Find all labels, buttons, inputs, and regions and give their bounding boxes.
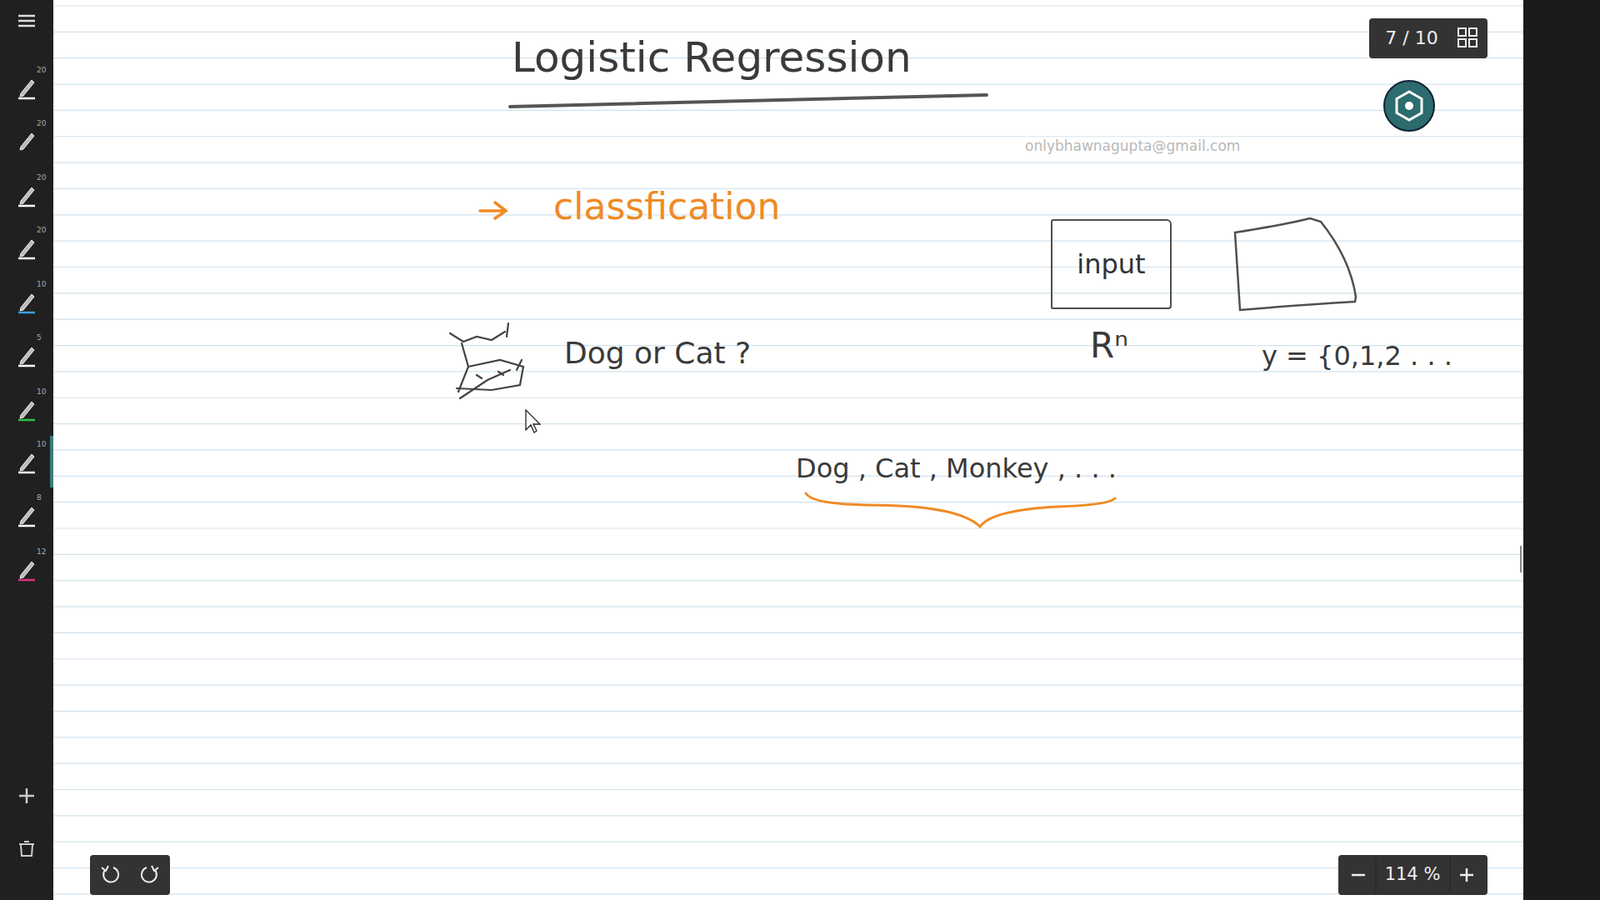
curly-brace (805, 493, 1115, 527)
heading-note: classfication (553, 186, 780, 227)
pen-icon (18, 347, 35, 366)
ruled-line (53, 423, 1524, 425)
ruled-line (53, 292, 1524, 294)
ruled-line (53, 214, 1524, 215)
ruled-line (53, 789, 1524, 790)
undo-icon (101, 865, 119, 883)
pen-icon (18, 561, 35, 580)
pen-icon (18, 133, 35, 152)
zoom-level: 114 % (1385, 865, 1441, 885)
label-set-note: y = {0,1,2 . . . (1261, 341, 1453, 371)
ruled-line (53, 815, 1524, 816)
trash-icon (19, 841, 35, 856)
ruled-line (53, 240, 1524, 242)
ruled-line (53, 736, 1524, 738)
pen-size: 5 (36, 334, 42, 343)
pen-size: 10 (36, 388, 46, 397)
input-box: input (1050, 219, 1172, 310)
title: Logistic Regression (511, 35, 912, 81)
mouse-cursor (525, 410, 540, 433)
ruled-line (53, 893, 1524, 895)
pen-size: 20 (36, 120, 46, 129)
grid-icon (1458, 28, 1477, 47)
side-panel (1523, 0, 1600, 900)
pen-size: 10 (36, 440, 46, 450)
settings-button (1384, 80, 1435, 131)
ruled-line (53, 31, 1524, 33)
ruled-line (53, 658, 1524, 660)
ruled-line (53, 867, 1524, 869)
ruled-line (53, 135, 1524, 137)
ruled-line (53, 188, 1524, 190)
redo-icon (141, 865, 159, 883)
ruled-line (53, 605, 1524, 607)
hexagon-icon (1396, 91, 1422, 120)
pen-icon (18, 401, 35, 420)
ruled-line (53, 319, 1524, 320)
add-icon (19, 788, 35, 804)
paper (53, 0, 1524, 900)
ruled-line (53, 397, 1524, 399)
ruled-line (53, 632, 1524, 634)
question-note: Dog or Cat ? (564, 336, 751, 370)
hexagon-dot (1405, 101, 1414, 110)
ruled-line (53, 580, 1524, 581)
pen-size: 8 (36, 494, 42, 503)
bullet-arrow (480, 202, 506, 219)
scroll-bar (1520, 545, 1522, 573)
ruled-line (53, 83, 1524, 85)
pen-icon (18, 507, 35, 526)
pen-size: 10 (36, 280, 46, 290)
box-label: input (1076, 248, 1145, 280)
page-counter: 7 / 10 (1385, 28, 1438, 49)
ruled-lines (53, 5, 1524, 895)
pen-icon (18, 454, 35, 473)
space-note: Rⁿ (1090, 326, 1129, 365)
pen-icon (18, 294, 35, 313)
zoom-box (1338, 855, 1488, 895)
ruled-line (53, 5, 1524, 6)
pen-size: 20 (36, 226, 46, 235)
ruled-line (53, 527, 1524, 529)
ruled-line (53, 710, 1524, 712)
output-box (1235, 218, 1356, 310)
ruled-line (53, 841, 1524, 843)
ruled-line (53, 110, 1524, 111)
ruled-line (53, 266, 1524, 268)
ruled-line (53, 554, 1524, 555)
cat-sketch (450, 323, 524, 399)
pen-icon (18, 80, 35, 99)
undo-redo-box (90, 855, 170, 895)
zoom-divider (1450, 858, 1451, 892)
selected-marker (50, 435, 54, 488)
pen-size: 12 (36, 548, 46, 557)
pen-size: 20 (36, 66, 46, 75)
ruled-line (53, 684, 1524, 685)
ruled-line (53, 162, 1524, 164)
watermark: onlybhawnagupta@gmail.com (1025, 138, 1240, 155)
ruled-line (53, 370, 1524, 372)
ruled-line (53, 763, 1524, 765)
title-underline (510, 95, 987, 107)
menu-icon (18, 15, 35, 26)
tool-bar (0, 0, 54, 900)
pen-icon (18, 240, 35, 259)
zoom-out-icon (1351, 874, 1365, 877)
ruled-line (53, 449, 1524, 450)
pen-tools (18, 80, 35, 580)
ruled-line (53, 475, 1524, 477)
zoom-in-icon (1460, 868, 1474, 882)
pen-icon (18, 187, 35, 206)
pen-size: 20 (36, 174, 46, 183)
page-counter-box (1369, 18, 1488, 59)
zoom-divider (1375, 858, 1377, 892)
ruled-line (53, 501, 1524, 503)
class-list-note: Dog , Cat , Monkey , . . . (795, 454, 1117, 484)
